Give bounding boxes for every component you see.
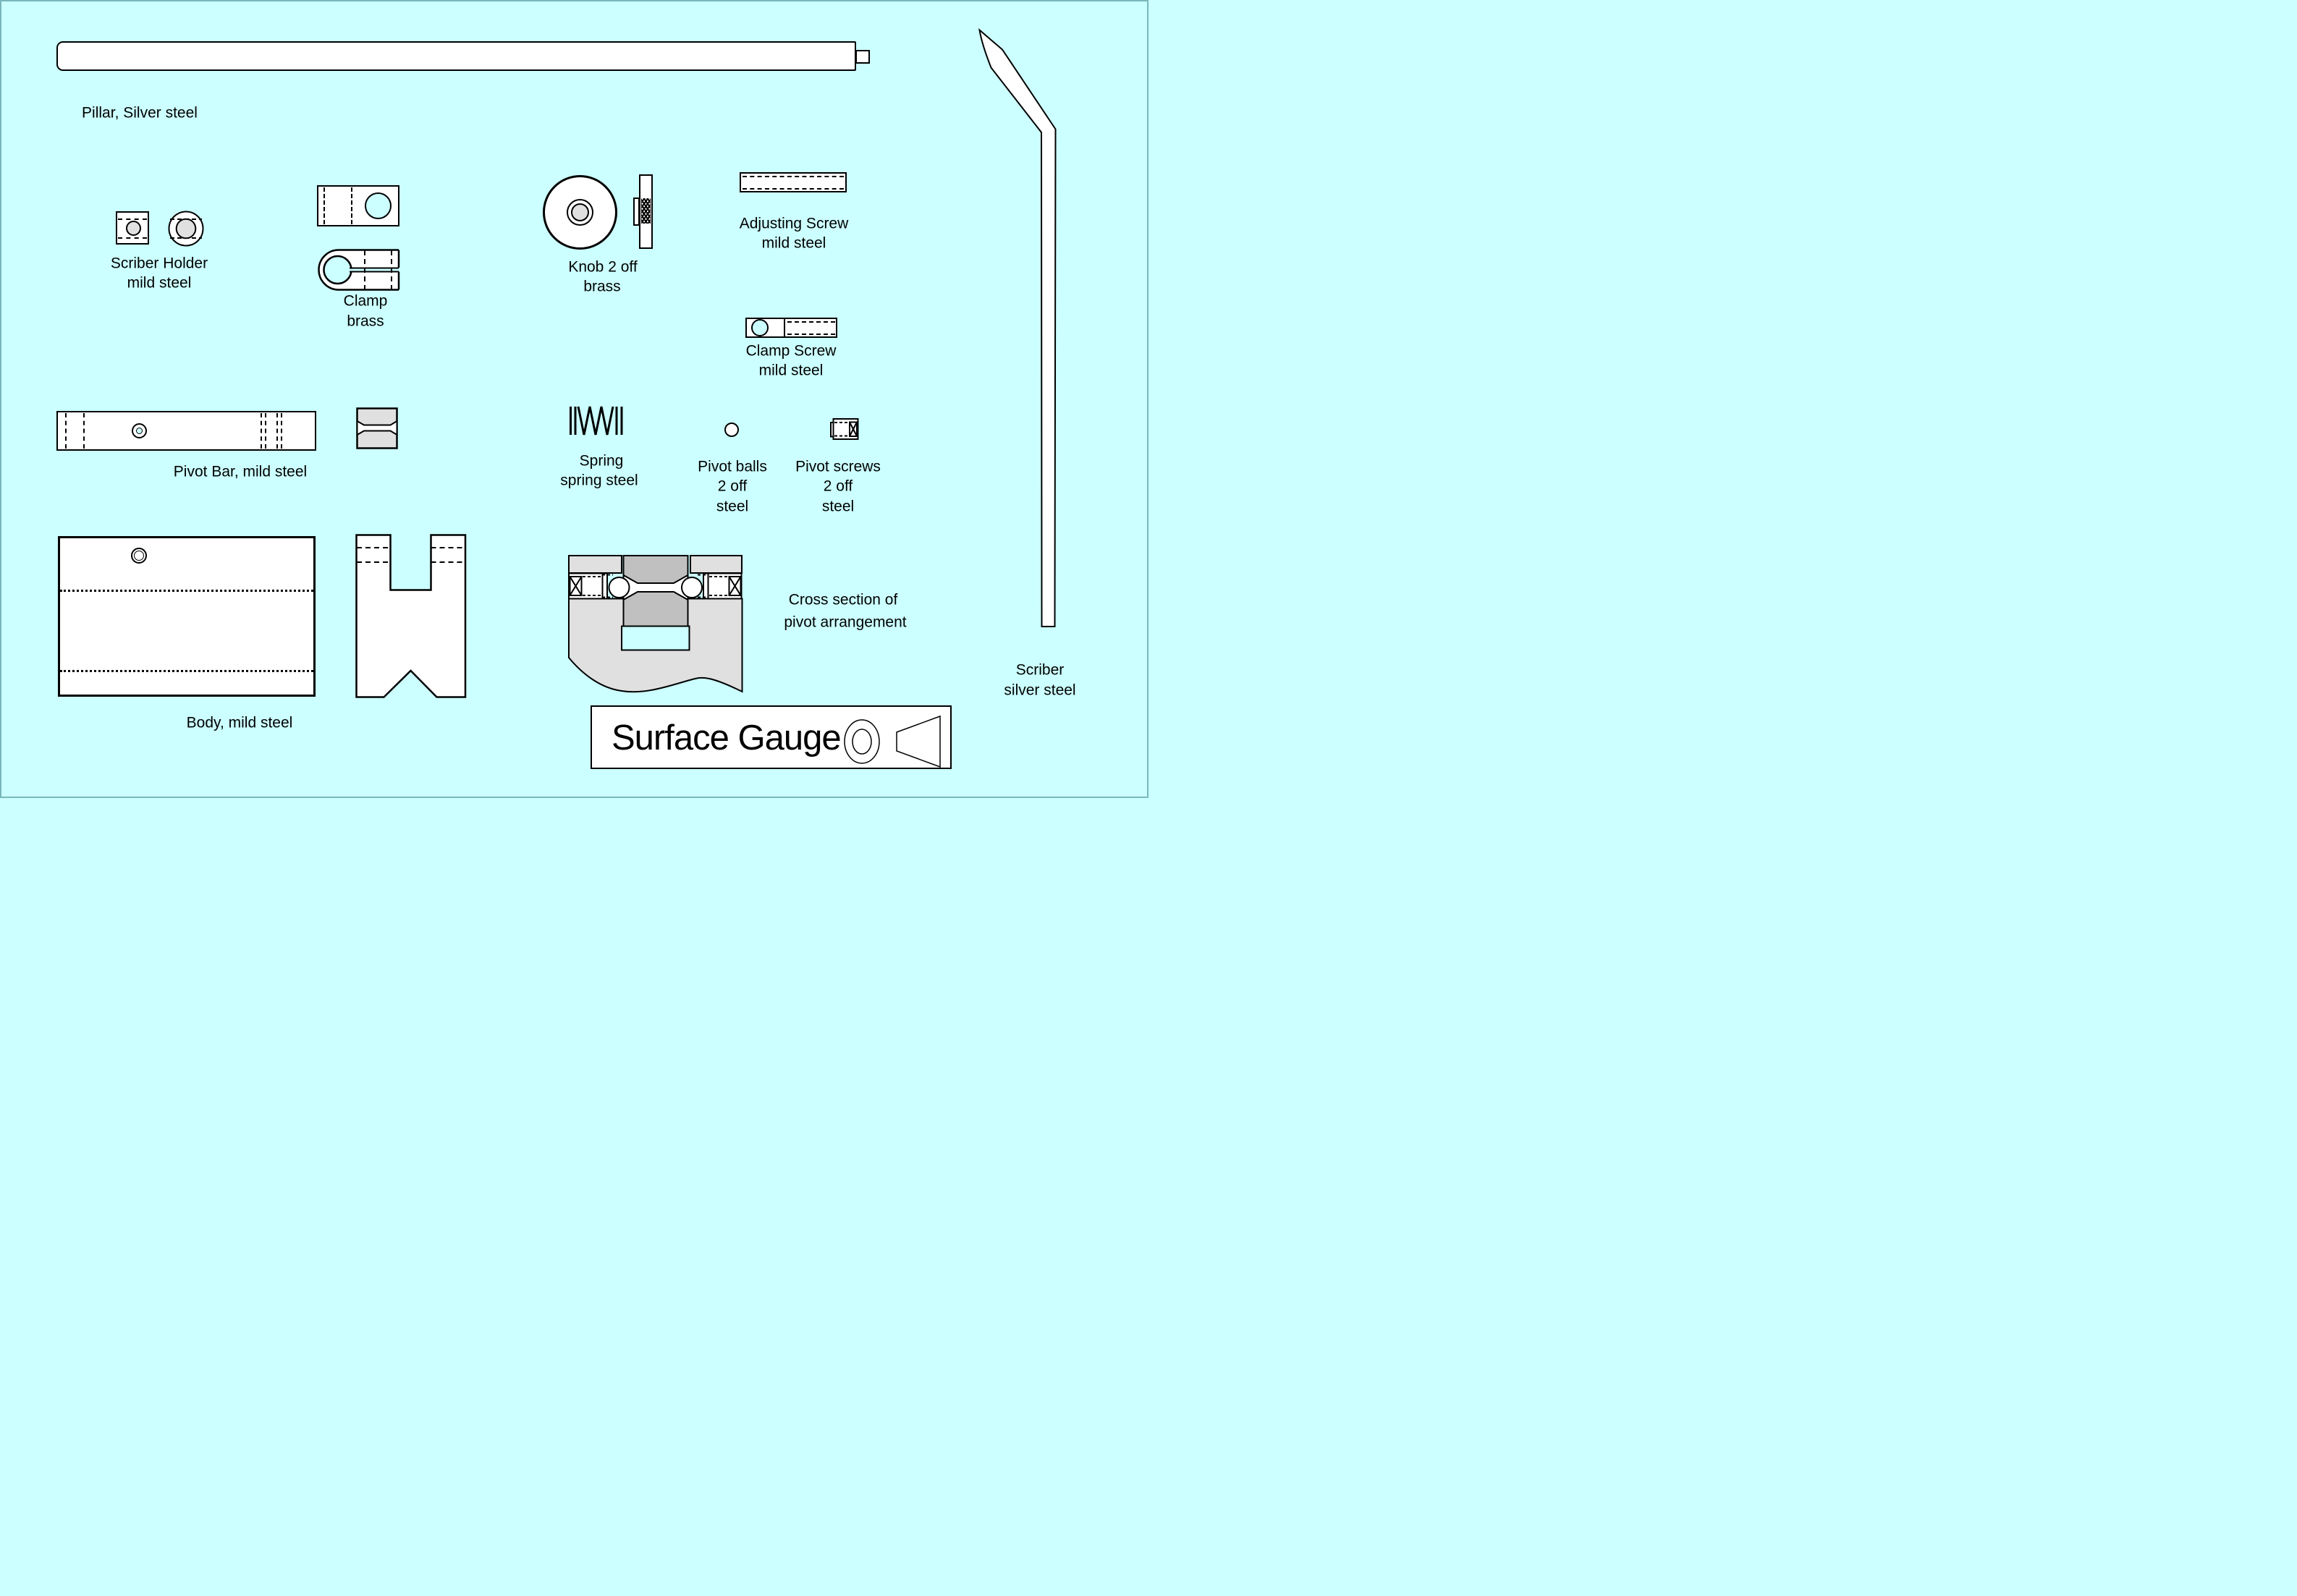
adjusting-screw-material: mild steel: [761, 234, 826, 252]
clamp-screw-material: mild steel: [758, 362, 824, 379]
clamp-screw-divider: [784, 319, 785, 336]
pivot-bar-line-2: [83, 413, 85, 449]
pivot-bar-double-line-2b: [281, 413, 282, 449]
scriber-holder-hole: [126, 221, 141, 236]
knob-knurling: [641, 198, 651, 224]
clamp-screw-name: Clamp Screw: [745, 342, 837, 360]
clamp-top-centerline-1: [323, 187, 325, 224]
pivot-bar-double-line-2a: [276, 413, 278, 449]
clamp-name: Clamp: [343, 292, 388, 310]
title-block-title: Surface Gauge: [612, 718, 842, 757]
clamp-screw-hole: [751, 319, 769, 336]
pivot-bar-double-line-1b: [265, 413, 266, 449]
scriber-name: Scriber: [1015, 661, 1065, 679]
clamp-top-hole: [365, 192, 392, 219]
spring-name: Spring: [579, 452, 624, 470]
pivot-screws-material: steel: [821, 498, 855, 515]
adjusting-screw-name: Adjusting Screw: [739, 215, 849, 232]
pivot-screw-symbol: [830, 418, 859, 440]
pivot-bar-hole-inner: [136, 428, 143, 434]
body-hole-inner: [134, 551, 144, 561]
clamp-screw-thread-bottom: [787, 334, 835, 335]
scriber-holder-material: mild steel: [127, 274, 192, 292]
clamp-material: brass: [347, 313, 384, 330]
pivot-balls-name: Pivot balls: [698, 458, 767, 475]
pivot-screws-name: Pivot screws: [795, 458, 881, 475]
pivot-bar-label: Pivot Bar, mild steel: [173, 463, 308, 480]
pivot-bar-double-line-1a: [261, 413, 262, 449]
clamp-side-view: [318, 249, 400, 291]
pivot-cross-section: [568, 555, 743, 693]
pillar-end-tab: [855, 50, 870, 64]
knob-name: Knob 2 off: [568, 258, 638, 276]
pivot-ball: [724, 423, 739, 437]
scriber-holder-end-view: [168, 211, 204, 247]
pillar-shaft: [56, 41, 856, 71]
pivot-bar-body: [56, 411, 316, 451]
pillar-label: Pillar, Silver steel: [82, 104, 198, 122]
knob-center-hole: [571, 203, 589, 221]
title-block: Surface Gauge: [591, 705, 952, 769]
scriber-holder-centerline-bottom: [118, 237, 147, 239]
body-dotted-line-bottom: [60, 670, 313, 672]
pivot-balls-quantity: 2 off: [717, 477, 748, 495]
scriber-holder-name: Scriber Holder: [110, 255, 208, 272]
pivot-bar-line-1: [65, 413, 67, 449]
scriber-needle: [978, 27, 1057, 627]
scriber-material: silver steel: [1004, 682, 1076, 699]
body-label: Body, mild steel: [186, 714, 293, 731]
clamp-top-centerline-2: [351, 187, 352, 224]
adjusting-screw-thread-bottom: [743, 188, 844, 190]
knob-material: brass: [583, 278, 621, 295]
adjusting-screw-thread-top: [743, 176, 844, 177]
body-side-view: [355, 534, 467, 698]
pivot-balls-material: steel: [716, 498, 749, 515]
cross-section-caption-line1: Cross section of: [788, 591, 898, 608]
clamp-screw-thread-top: [787, 321, 835, 323]
pivot-screws-quantity: 2 off: [823, 477, 853, 495]
surface-gauge-logo-icon: [844, 715, 941, 768]
spring-material: spring steel: [560, 472, 638, 489]
cross-section-caption-line2: pivot arrangement: [784, 614, 907, 631]
body-dotted-line-top: [60, 590, 313, 592]
body-front-view: [58, 536, 316, 697]
scriber-holder-front-view: [116, 211, 149, 245]
pivot-bar-section-view: [356, 407, 398, 449]
scriber-holder-centerline-top: [118, 218, 147, 220]
surface-gauge-drawing-sheet: Pillar, Silver steel Scriber Holder mild…: [0, 0, 1148, 798]
spring-symbol: [570, 406, 623, 436]
